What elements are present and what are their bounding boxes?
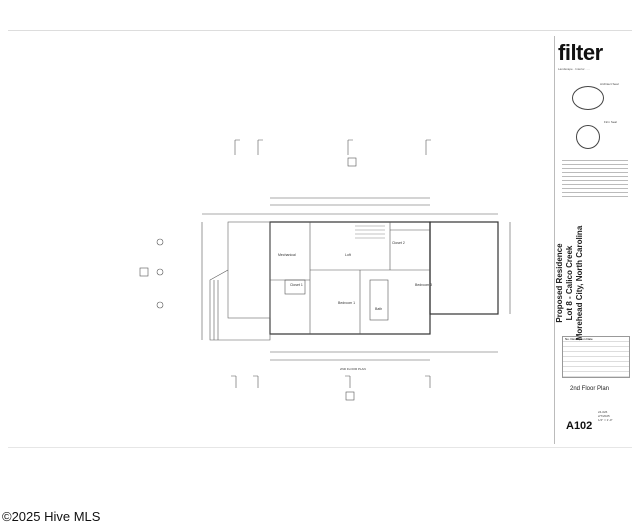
- drawing-title: 2ND FLOOR PLAN: [340, 367, 366, 371]
- firm-seal-icon: [576, 125, 600, 149]
- revision-header: No. Description Date: [565, 337, 593, 341]
- room-bath: Bath: [375, 307, 382, 311]
- room-closet-1: Closet 1: [290, 283, 303, 287]
- sheet-border-top: [8, 30, 632, 31]
- seal-bottom-label: Firm Seal: [604, 120, 617, 124]
- room-mechanical: Mechanical: [278, 253, 296, 257]
- mls-watermark: ©2025 Hive MLS: [2, 509, 101, 524]
- seal-top-label: Architect Seal: [600, 82, 619, 86]
- project-city: Morehead City, North Carolina: [575, 225, 584, 341]
- project-name: Proposed Residence: [555, 243, 564, 323]
- drawing-sheet: [8, 30, 632, 448]
- revision-table: [562, 336, 630, 378]
- room-bedroom-1: Bedroom 1: [338, 301, 355, 305]
- floor-plan-drawing: Mechanical Loft Closet 1 Closet 2 Bedroo…: [139, 139, 511, 401]
- architect-seal-icon: [572, 86, 604, 110]
- room-loft: Loft: [345, 253, 351, 257]
- sheet-border-bottom: [8, 447, 632, 448]
- sheet-scale: 1/4" = 1'-0": [598, 418, 613, 422]
- title-block: [554, 36, 635, 444]
- sheet-meta: 24-026 2/7/2025 1/4" = 1'-0": [598, 410, 613, 422]
- firm-tagline: Landscape · Interior · ...: [558, 67, 590, 71]
- project-lot: Lot 8 - Calico Creek: [565, 245, 574, 321]
- room-closet-2: Closet 2: [392, 241, 405, 245]
- consultant-info: [562, 160, 628, 200]
- sheet-date: 2/7/2025: [598, 414, 610, 418]
- sheet-number: A102: [566, 420, 593, 432]
- room-bedroom-3: Bedroom 3: [415, 283, 432, 287]
- project-title-block: Proposed Residence Lot 8 - Calico Creek …: [555, 218, 585, 348]
- project-number: 24-026: [598, 410, 608, 414]
- firm-logo: filter: [558, 40, 603, 65]
- sheet-name: 2nd Floor Plan: [570, 386, 610, 392]
